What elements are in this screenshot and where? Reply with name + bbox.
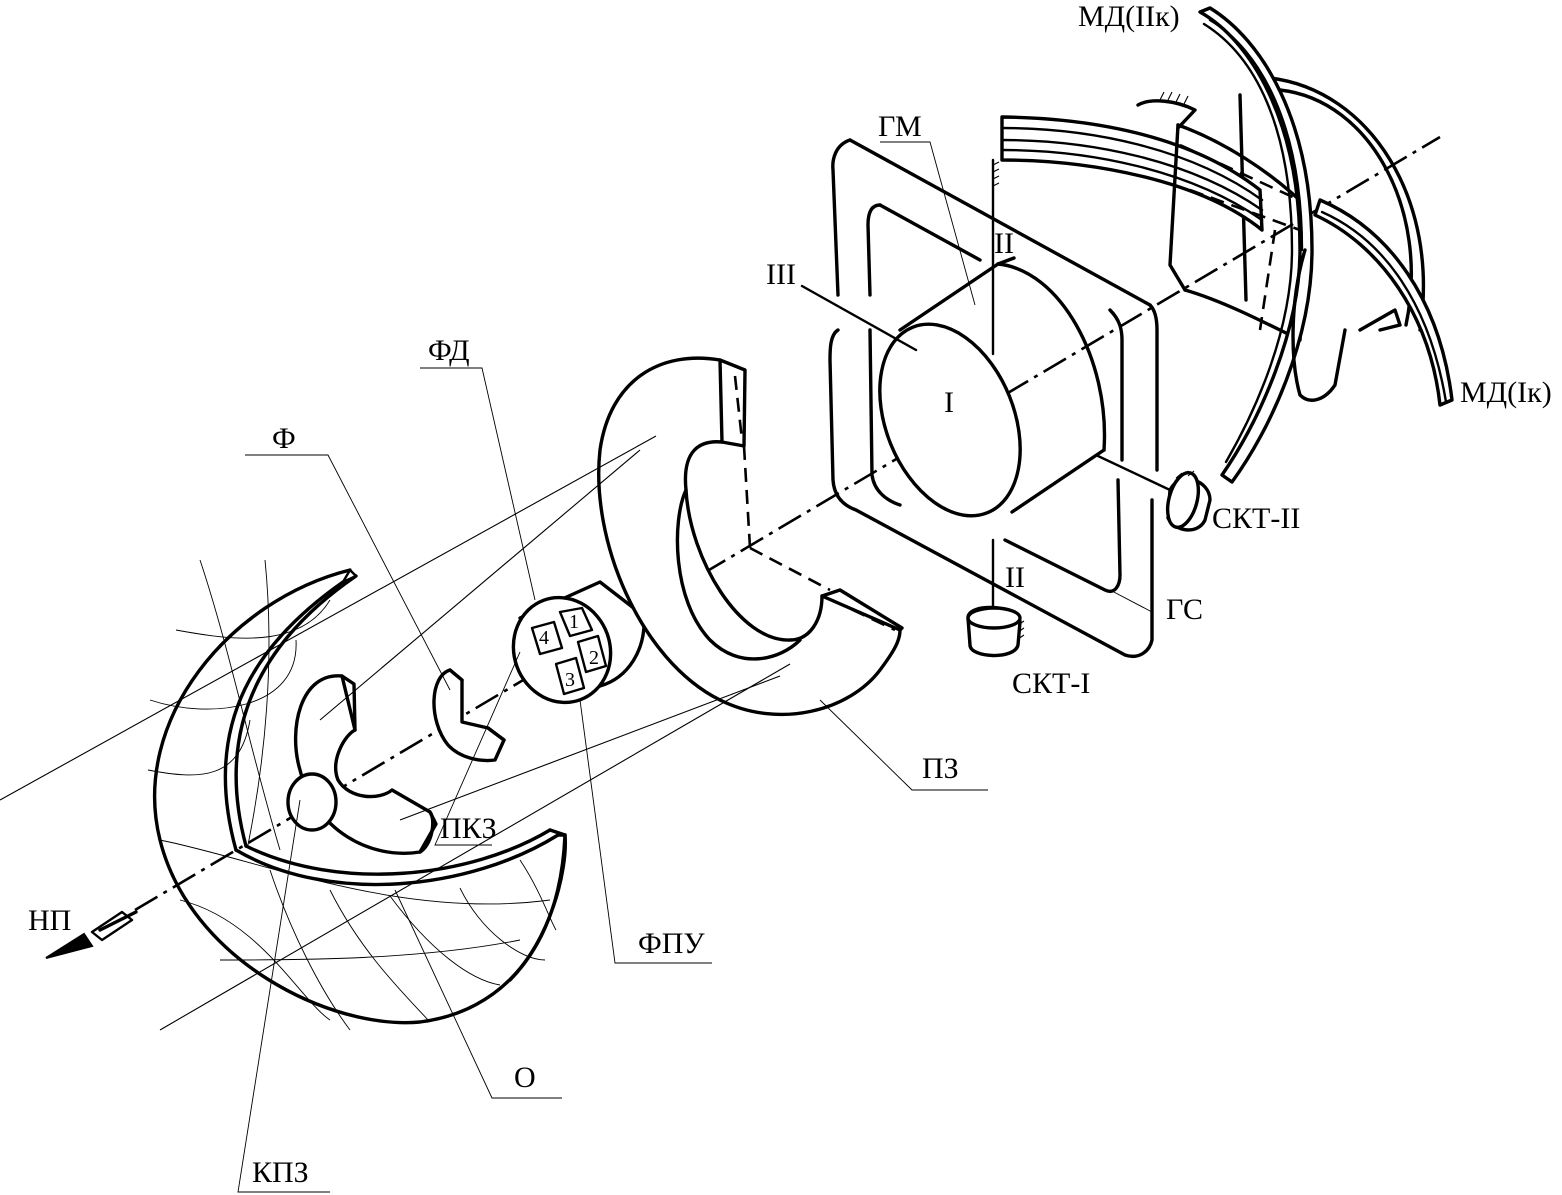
detector-cell-3: 3	[554, 656, 586, 696]
label-kpz: КПЗ	[252, 1156, 309, 1189]
optical-axis	[134, 135, 1441, 912]
label-gm: ГМ	[878, 110, 922, 143]
axes-ii-iii	[800, 158, 1172, 617]
label-ii-top: II	[994, 227, 1014, 260]
gimbal-inner-frame-gm	[866, 203, 1124, 593]
labels: МД(IIк) МД(Iк) ГМ III II II I ФД Ф СКТ-I…	[28, 0, 1552, 1189]
label-fd: ФД	[428, 334, 470, 367]
label-f: Ф	[272, 422, 296, 455]
svg-text:3: 3	[565, 669, 575, 691]
detector-cell-1: 1	[558, 606, 594, 638]
label-np: НП	[28, 904, 71, 937]
direction-arrow-np	[45, 910, 138, 959]
label-md1k: МД(Iк)	[1460, 376, 1552, 409]
photodetector-unit-fpu: 1 2 3 4	[511, 580, 646, 705]
svg-text:4: 4	[539, 627, 549, 649]
label-skt1: СКТ-I	[1012, 667, 1090, 700]
label-md2k: МД(IIк)	[1078, 0, 1180, 33]
label-skt2: СКТ-II	[1212, 502, 1300, 535]
label-pz: ПЗ	[922, 752, 959, 785]
leader-lines	[237, 141, 1153, 1193]
label-ii-bottom: II	[1005, 561, 1025, 594]
detector-cell-4: 4	[530, 620, 564, 656]
drive-assembly	[1000, 6, 1454, 484]
outer-shell-o	[147, 559, 568, 1031]
svg-text:1: 1	[569, 611, 579, 633]
resolver-skt2	[1165, 470, 1212, 532]
label-fpu: ФПУ	[638, 927, 705, 960]
resolver-skt1	[966, 605, 1025, 658]
label-iii: III	[766, 258, 796, 291]
label-i: I	[944, 386, 954, 419]
detector-cell-2: 2	[576, 634, 608, 674]
gimbal-frame-gs	[828, 138, 1159, 658]
filter-f	[432, 668, 506, 763]
protective-screen-pkz	[286, 674, 438, 855]
label-pkz: ПКЗ	[440, 812, 497, 845]
beam-lines	[0, 435, 831, 1031]
primary-mirror-pz	[597, 356, 904, 717]
label-gs: ГС	[1166, 593, 1203, 626]
svg-text:2: 2	[589, 647, 599, 669]
label-o: О	[514, 1061, 536, 1094]
